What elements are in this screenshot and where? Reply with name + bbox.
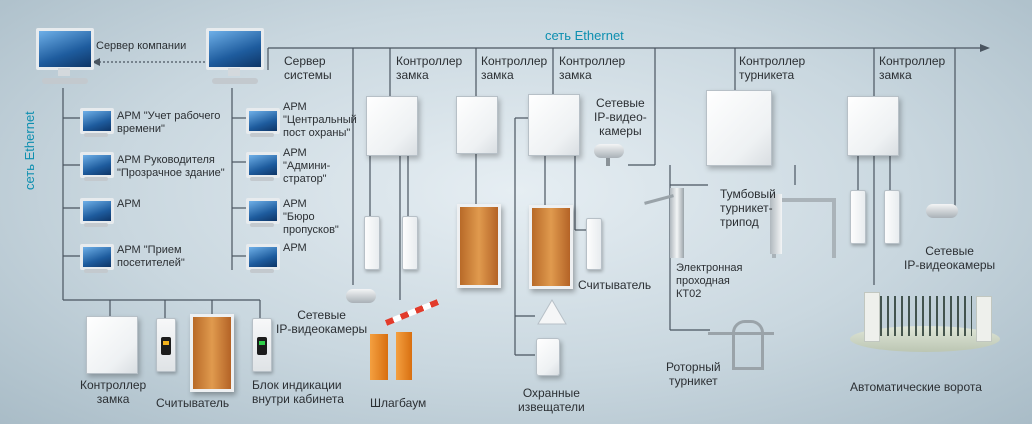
system-server-label: Сервер системы xyxy=(284,54,332,82)
arm-plain-right-monitor-icon xyxy=(246,244,280,274)
company-server-label: Сервер компании xyxy=(96,40,187,52)
system-server-monitor-icon xyxy=(206,28,266,88)
lock-controller-4-label: Контроллер замка xyxy=(879,54,946,82)
reader-mid-label: Считыватель xyxy=(578,278,652,292)
reader-bottom-label: Считыватель xyxy=(156,396,230,410)
motion-detector-icon xyxy=(536,338,560,376)
company-server-monitor-icon xyxy=(36,28,94,88)
door-icon xyxy=(457,204,501,288)
tripod-turnstile-icon xyxy=(766,184,836,258)
ip-cameras-mid-label: Сетевые IP-видео- камеры xyxy=(594,96,647,138)
door-icon xyxy=(529,205,573,289)
arm-time-label: АРМ "Учет рабочего времени" xyxy=(117,110,221,135)
lock-controller-3-label: Контроллер замка xyxy=(559,54,626,82)
security-detectors-label: Охранные извещатели xyxy=(518,386,585,414)
lock-controller-2-label: Контроллер замка xyxy=(481,54,548,82)
arm-security-label: АРМ "Центральный пост охраны" xyxy=(283,101,357,139)
ip-camera-icon xyxy=(590,140,628,166)
gate-icon xyxy=(850,282,1000,352)
card-reader-icon xyxy=(156,318,176,372)
ip-camera-icon xyxy=(922,200,962,226)
lock-controller-3-icon xyxy=(528,94,580,156)
ethernet-label-left: сеть Ethernet xyxy=(22,111,37,190)
arm-passes-label: АРМ "Бюро пропусков" xyxy=(283,198,339,236)
ip-camera-icon xyxy=(342,285,380,311)
card-reader-icon xyxy=(850,190,866,244)
indication-block-icon xyxy=(252,318,272,372)
card-reader-icon xyxy=(364,216,380,270)
arm-manager-label: АРМ Руководителя "Прозрачное здание" xyxy=(117,154,225,179)
arm-security-monitor-icon xyxy=(246,108,280,138)
lock-controller-2-icon xyxy=(456,96,498,154)
ip-cameras-left-label: Сетевые IP-видеокамеры xyxy=(276,308,368,336)
controller-bottom-icon xyxy=(86,316,138,374)
card-reader-icon xyxy=(402,216,418,270)
rotor-turnstile-icon xyxy=(706,312,778,370)
door-icon xyxy=(190,314,234,392)
card-reader-icon xyxy=(586,218,602,270)
tripod-turnstile-label: Тумбовый турникет- трипод xyxy=(720,187,776,229)
lock-controller-1-icon xyxy=(366,96,418,156)
barrier-icon xyxy=(370,299,442,382)
lock-controller-4-icon xyxy=(847,96,899,156)
controller-bottom-label: Контроллер замка xyxy=(80,378,147,406)
turnstile-controller-icon xyxy=(706,90,772,166)
automatic-gates-label: Автоматические ворота xyxy=(850,380,982,394)
lock-controller-1-label: Контроллер замка xyxy=(396,54,463,82)
ethernet-label-top: сеть Ethernet xyxy=(545,28,624,43)
card-reader-icon xyxy=(884,190,900,244)
arm-passes-monitor-icon xyxy=(246,198,280,228)
arm-admin-monitor-icon xyxy=(246,152,280,182)
motion-detector-icon xyxy=(536,298,568,326)
electronic-gate-label: Электронная проходная КТ02 xyxy=(676,262,743,300)
barrier-label: Шлагбаум xyxy=(370,396,427,410)
arm-admin-label: АРМ "Админи- стратор" xyxy=(283,147,331,185)
arm-visitors-label: АРМ "Прием посетителей" xyxy=(117,244,185,269)
electronic-gate-turnstile-icon xyxy=(640,184,692,260)
ip-cameras-right-label: Сетевые IP-видеокамеры xyxy=(904,244,996,272)
arm-time-monitor-icon xyxy=(80,108,114,138)
arm-plain-left-label: АРМ xyxy=(117,198,141,210)
turnstile-controller-label: Контроллер турникета xyxy=(739,54,806,82)
arm-plain-left-monitor-icon xyxy=(80,198,114,228)
rotor-turnstile-label: Роторный турникет xyxy=(666,360,721,388)
arm-manager-monitor-icon xyxy=(80,152,114,182)
arm-visitors-monitor-icon xyxy=(80,244,114,274)
indication-block-label: Блок индикации внутри кабинета xyxy=(252,378,344,406)
arm-plain-right-label: АРМ xyxy=(283,242,307,254)
